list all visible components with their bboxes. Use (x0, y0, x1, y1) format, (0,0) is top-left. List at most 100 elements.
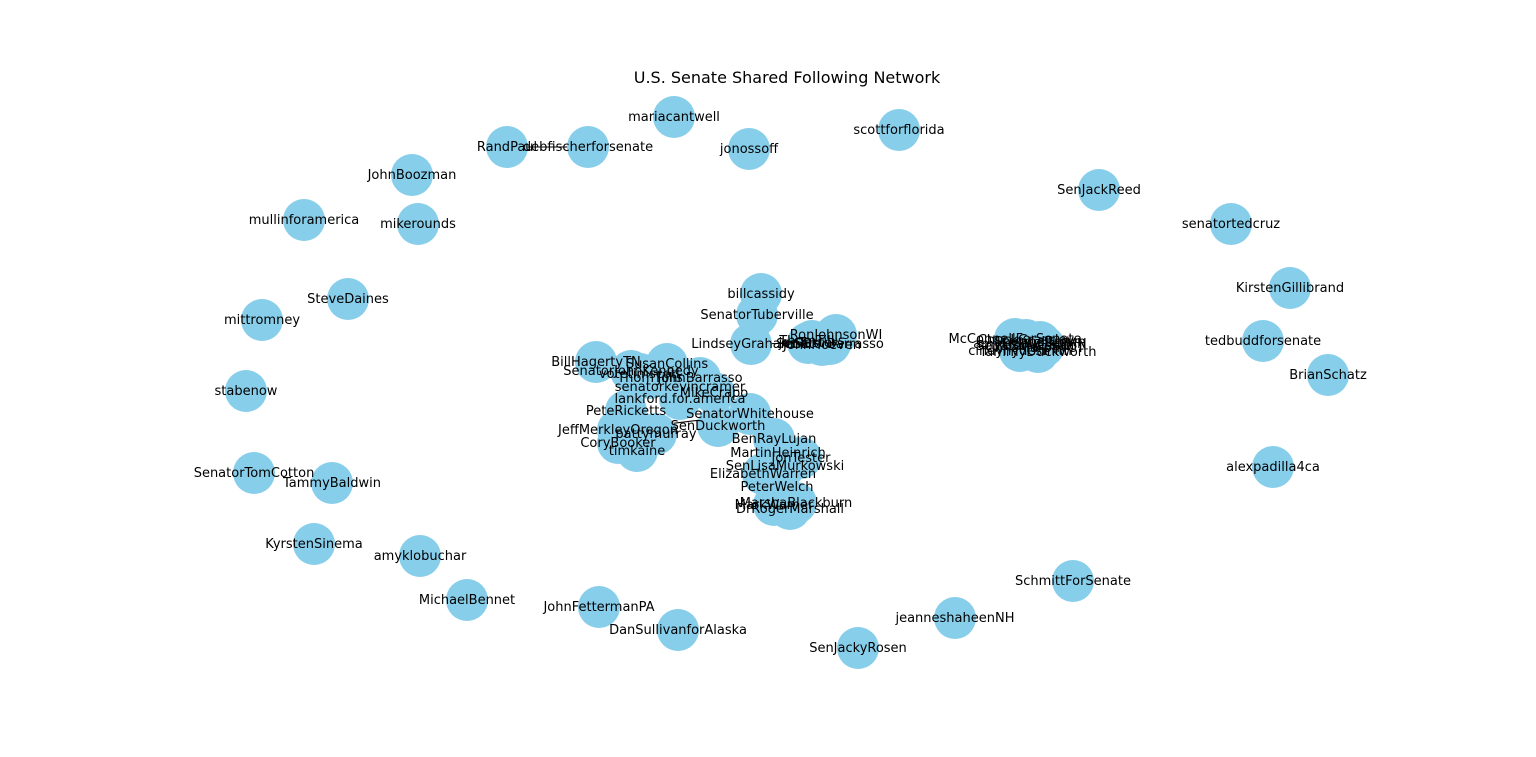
node-label: lankford.for.america (615, 392, 746, 407)
graph-title: U.S. Senate Shared Following Network (634, 68, 941, 87)
graph-node (1078, 169, 1120, 211)
node-label: timkaine (609, 444, 666, 459)
graph-node (1307, 354, 1349, 396)
graph-node (728, 128, 770, 170)
node-label: scottforflorida (853, 123, 944, 138)
node-label: SchmittForSenate (1015, 574, 1131, 589)
node-label: mikerounds (380, 217, 456, 232)
node-label: LindseyGrahamSC (691, 337, 810, 352)
node-label: MikeCrapo (680, 386, 749, 401)
node-label: mariacantwell (628, 110, 720, 125)
node-label: MarshaBlackburn (740, 496, 853, 511)
node-label: jonTester (778, 336, 838, 351)
graph-node (878, 109, 920, 151)
node-label: PeterWelch (741, 480, 814, 495)
node-label: JohnBarrasso (656, 371, 742, 386)
node-label: amyklobucharMN (973, 337, 1087, 352)
node-label: KirstenGillibrand (1236, 281, 1344, 296)
nodes (225, 96, 1349, 669)
node-label: RandPaul (477, 140, 537, 155)
graph-node (283, 199, 325, 241)
node-label: stabenow (215, 384, 278, 399)
graph-node (225, 370, 267, 412)
node-label: SenatorTuberville (700, 308, 813, 323)
graph-node (653, 96, 695, 138)
graph-node (1242, 320, 1284, 362)
node-label: senatorkevincramer (615, 380, 746, 395)
node-label: SenCapito (1011, 339, 1077, 354)
node-label: jeanneshaheenNH (894, 611, 1014, 626)
node-label: pattymurray (615, 427, 696, 442)
graph-node (934, 597, 976, 639)
node-label: SenJackReed (1057, 183, 1141, 198)
node-label: SherrodBrown (994, 335, 1086, 350)
node-label: ThomTillis (778, 334, 845, 349)
graph-node (1019, 321, 1061, 363)
node-label: BenRayLujan (732, 432, 817, 447)
node-label: BrianSchatz (1289, 368, 1367, 383)
node-label: JeffMerkleyOregon (557, 423, 678, 438)
node-label: SenatorHassan (976, 339, 1074, 354)
graph-node (657, 609, 699, 651)
node-label: mittromney (224, 313, 300, 328)
node-label: DanSullivanforAlaska (609, 623, 747, 638)
node-label: ThomTillis (616, 371, 683, 386)
graph-node (769, 488, 811, 530)
node-label: jonossoff (719, 142, 779, 157)
node-label: ChuckGrassley (978, 333, 1075, 348)
graph-node (233, 452, 275, 494)
graph-node (693, 372, 735, 414)
graph-node (293, 523, 335, 565)
graph-node (837, 627, 879, 669)
node-label: SenatorWhitehouse (686, 407, 814, 422)
node-label: SenJackyRosen (809, 641, 907, 656)
graph-node (578, 586, 620, 628)
graph-node (575, 341, 617, 383)
node-label: alexpadilla4ca (1226, 460, 1320, 475)
node-label: JohnHoeven (782, 338, 861, 353)
graph-node (616, 430, 658, 472)
graph-node (397, 203, 439, 245)
graph-node (446, 579, 488, 621)
node-label: mullinforamerica (249, 213, 360, 228)
node-label: BillHagertyTN (551, 355, 641, 370)
graph-node (730, 323, 772, 365)
node-label: MartinHeinrich (730, 446, 825, 461)
node-label: PeteRicketts (586, 404, 667, 419)
graph-node (1052, 560, 1094, 602)
node-label: CoryBooker (580, 436, 656, 451)
node-label: SusanCollins (626, 357, 709, 372)
graph-node (241, 299, 283, 341)
node-label: cindyhydesmith (968, 344, 1072, 359)
node-label: MichaelBennet (419, 593, 515, 608)
node-label: JohnBoozman (367, 168, 457, 183)
node-label: SenatorTomCotton (194, 466, 315, 481)
node-label: ChrisMurphyCT (985, 341, 1084, 356)
graph-node (809, 323, 851, 365)
node-label: RonJohnsonWI (790, 328, 883, 343)
node-label: KyrstenSinema (265, 537, 362, 552)
node-label: MarkWarner (735, 498, 814, 513)
node-label: SenDuckworth (671, 419, 766, 434)
graph-node (311, 462, 353, 504)
node-label: TammyBaldwin (282, 476, 381, 491)
node-label: DrRogerMarshall (736, 502, 844, 517)
graph-node (1210, 203, 1252, 245)
labels: mariacantwellRandPauldebfischerforsenate… (194, 110, 1367, 656)
node-label: votetimscott (599, 367, 681, 382)
graph-node (659, 378, 701, 420)
node-label: debfischerforsenate (523, 140, 653, 155)
graph-node (1269, 267, 1311, 309)
node-label: senatortedcruz (1182, 217, 1280, 232)
node-label: SenatorJohnKennedy (563, 364, 699, 379)
node-label: tedbuddforsenate (1205, 334, 1321, 349)
node-label: SenatorBarrasso (776, 337, 884, 352)
graph-node (697, 405, 739, 447)
graph-node (567, 126, 609, 168)
node-label: TammyDuckworth (979, 345, 1097, 360)
graph-node (1252, 446, 1294, 488)
node-label: SenLisaMurkowski (726, 459, 844, 474)
graph-node (327, 278, 369, 320)
node-label: SteveDaines (307, 292, 389, 307)
